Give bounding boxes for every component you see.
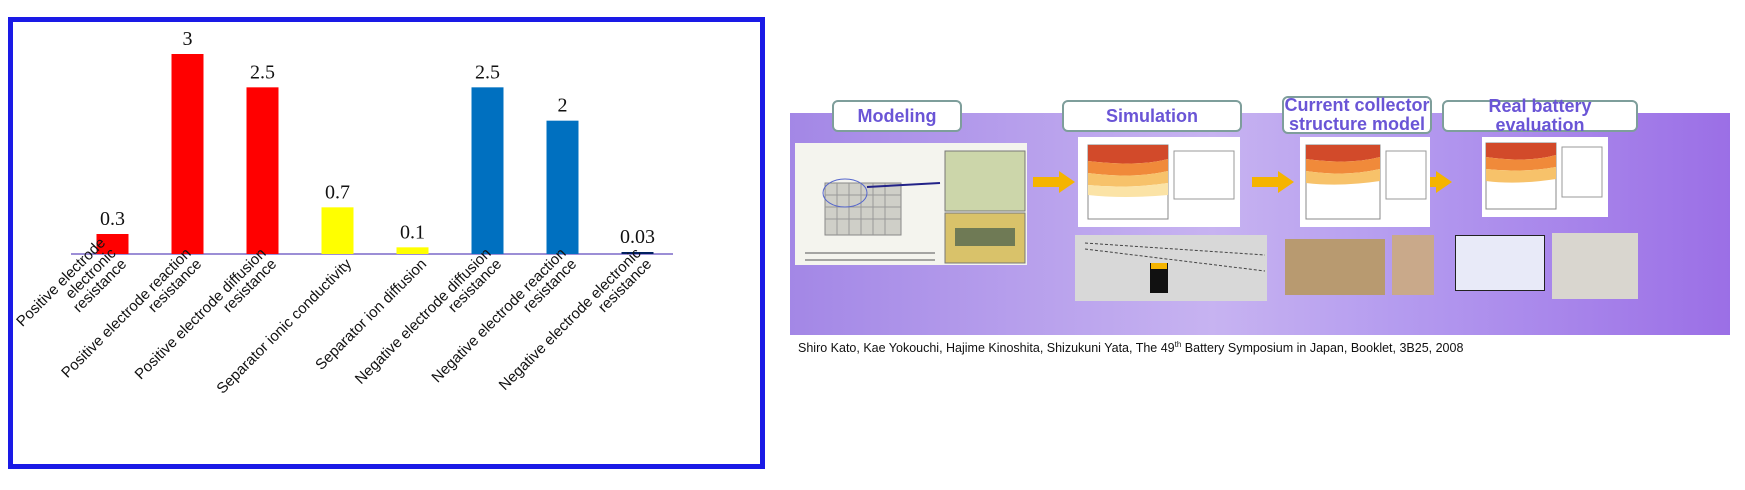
bar-value-label: 2.5	[475, 61, 500, 83]
stage-label: Modeling	[857, 105, 937, 126]
bar	[246, 87, 279, 254]
stage-simulation: Simulation	[1062, 100, 1242, 132]
bar-value-label: 0.1	[400, 221, 425, 243]
real-battery-schematic	[1455, 235, 1545, 291]
collector-contour-plot	[1300, 137, 1430, 227]
process-banner: Modeling Simulation Current collector st…	[790, 96, 1730, 335]
bar-value-label: 2	[558, 95, 568, 117]
real-battery-photo	[1552, 233, 1638, 299]
stage-current-collector: Current collector structure model	[1282, 96, 1432, 134]
stage-label: Real battery evaluation	[1488, 96, 1592, 135]
arrow-right-icon	[1252, 171, 1294, 193]
citation: Shiro Kato, Kae Yokouchi, Hajime Kinoshi…	[798, 340, 1463, 355]
stage-real-battery: Real battery evaluation	[1442, 96, 1638, 135]
arrow-right-icon	[1410, 171, 1452, 193]
bar	[96, 234, 129, 254]
bar	[321, 207, 354, 254]
bar	[171, 54, 204, 254]
collector-photo	[1285, 239, 1385, 295]
bar	[621, 252, 654, 254]
modeling-diagram	[795, 143, 1027, 265]
bar-value-label: 0.03	[620, 226, 655, 248]
stage-label: Simulation	[1105, 105, 1198, 126]
citation-rest: Battery Symposium in Japan, Booklet, 3B2…	[1181, 341, 1464, 356]
stage-label-line: structure model	[1288, 114, 1426, 134]
stage-label-line: Current collector	[1284, 95, 1430, 115]
real-battery-contour-plot	[1482, 137, 1608, 217]
citation-main: Shiro Kato, Kae Yokouchi, Hajime Kinoshi…	[798, 341, 1175, 356]
bar-value-label: 0.3	[100, 208, 125, 230]
bar	[546, 120, 579, 255]
stage-modeling: Modeling	[832, 100, 962, 132]
simulation-contour-plot	[1078, 137, 1240, 227]
bar-value-label: 0.7	[325, 181, 350, 203]
citation-sup: th	[1174, 340, 1182, 349]
bar	[471, 87, 504, 254]
arrow-right-icon	[1033, 171, 1075, 193]
bar-value-label: 3	[183, 28, 193, 50]
bar-value-label: 2.5	[250, 61, 275, 83]
bar	[396, 247, 429, 254]
simulation-graph	[1075, 235, 1267, 301]
collector-photo-small	[1392, 235, 1434, 295]
